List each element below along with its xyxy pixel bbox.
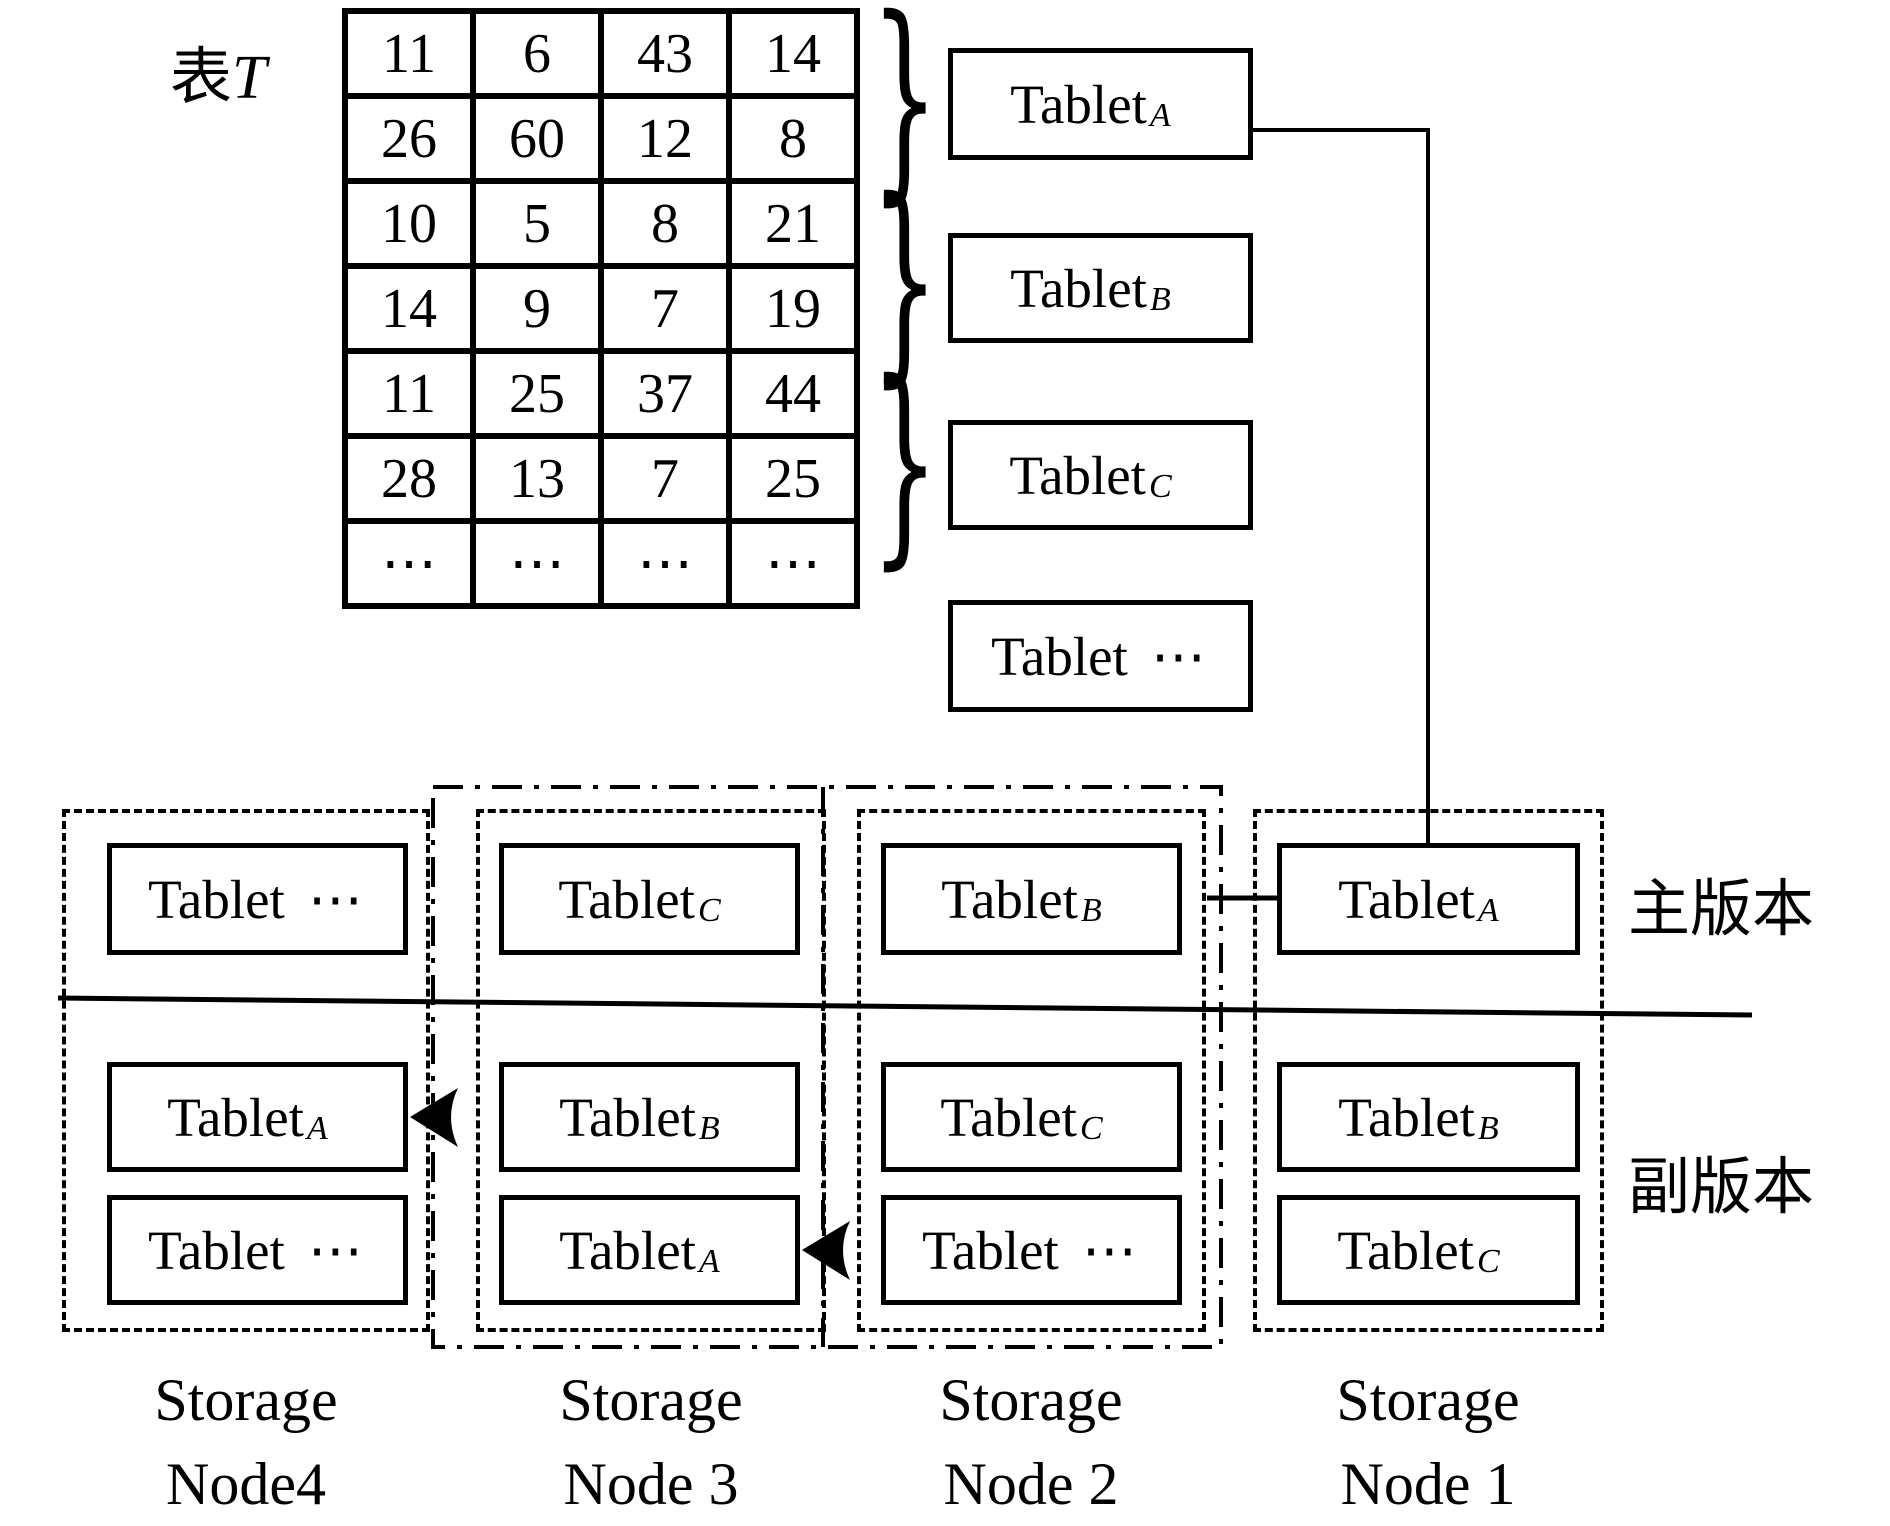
node-label-line1: Storage: [939, 1367, 1123, 1433]
grid-cell: 19: [729, 266, 857, 351]
tablet-sub: C: [1476, 1242, 1500, 1280]
tablet-sub: B: [1080, 891, 1102, 929]
node-label-line1: Storage: [559, 1367, 743, 1433]
grid-cell: 6: [473, 11, 601, 96]
tablet-sub: A: [1149, 96, 1171, 134]
grid-cell: 37: [601, 351, 729, 436]
tablet-sub: B: [1477, 1109, 1499, 1147]
tablet-sub: B: [1149, 280, 1171, 318]
node-label-line2: Node 2: [943, 1451, 1119, 1517]
tablet-label: Tablet: [148, 1219, 285, 1281]
tablet-sub: C: [697, 891, 721, 929]
storage-node-4-box: [62, 809, 430, 1332]
grid-cell: 11: [345, 11, 473, 96]
tablet-suffix: ⋯: [1150, 626, 1210, 687]
grid-cell: 25: [473, 351, 601, 436]
tablet-label: Tablet: [991, 625, 1128, 687]
tablet-sub: C: [1148, 467, 1172, 505]
table-title-prefix: 表: [170, 44, 233, 112]
node-label-line2: Node 1: [1340, 1451, 1516, 1517]
node2-replica-tablet-2: Tablet ⋯: [881, 1195, 1182, 1305]
grid-cell: ⋯: [729, 521, 857, 606]
grid-cell: 43: [601, 11, 729, 96]
grid-cell: 11: [345, 351, 473, 436]
tablet-suffix: ⋯: [307, 869, 367, 930]
tablet-label: Tablet: [1010, 257, 1147, 319]
node-label-line1: Storage: [154, 1367, 338, 1433]
grid-cell: 8: [729, 96, 857, 181]
tablet-label: Tablet: [1009, 444, 1146, 506]
tablet-sub: A: [1477, 891, 1499, 929]
table-t-grid: 11 6 43 14 26 60 12 8 10 5 8 21 14 9 7 1…: [342, 8, 860, 609]
connector-tableta-to-node1: [1253, 128, 1430, 845]
node-label-line2: Node4: [166, 1451, 326, 1517]
node-label-line1: Storage: [1336, 1367, 1520, 1433]
table-title: 表T: [170, 26, 267, 116]
grid-cell: 25: [729, 436, 857, 521]
grid-cell: ⋯: [345, 521, 473, 606]
grid-cell: 26: [345, 96, 473, 181]
tablet-label: Tablet: [558, 868, 695, 930]
tablet-label: Tablet: [559, 1086, 696, 1148]
grid-cell: 28: [345, 436, 473, 521]
tablet-box-dots: Tablet ⋯: [948, 600, 1253, 712]
tablet-label: Tablet: [167, 1086, 304, 1148]
node4-replica-tablet-2: Tablet ⋯: [107, 1195, 408, 1305]
node4-primary-tablet: Tablet ⋯: [107, 843, 408, 955]
tablet-suffix: ⋯: [307, 1220, 367, 1281]
grid-cell: 12: [601, 96, 729, 181]
grid-cell: 9: [473, 266, 601, 351]
tablet-sub: A: [306, 1109, 328, 1147]
brace-icon: }: [870, 336, 940, 590]
node-label-line2: Node 3: [563, 1451, 739, 1517]
tablet-label: Tablet: [1338, 868, 1475, 930]
grid-cell: 10: [345, 181, 473, 266]
grid-cell: 60: [473, 96, 601, 181]
tablet-label: Tablet: [559, 1219, 696, 1281]
grid-cell: 13: [473, 436, 601, 521]
grid-cell: 7: [601, 436, 729, 521]
legend-primary-version: 主版本: [1628, 876, 1815, 944]
tablet-suffix: ⋯: [1081, 1220, 1141, 1281]
tablet-sub: C: [1079, 1109, 1103, 1147]
tablet-sub: B: [698, 1109, 720, 1147]
tablet-label: Tablet: [941, 868, 1078, 930]
grid-cell: 14: [345, 266, 473, 351]
grid-cell: ⋯: [601, 521, 729, 606]
grid-cell: 5: [473, 181, 601, 266]
grid-cell: 7: [601, 266, 729, 351]
table-title-symbol: T: [232, 44, 267, 112]
tablet-label: Tablet: [1337, 1219, 1474, 1281]
tablet-label: Tablet: [148, 868, 285, 930]
tablet-sub: A: [698, 1242, 720, 1280]
grid-cell: 44: [729, 351, 857, 436]
grid-cell: 21: [729, 181, 857, 266]
tablet-label: Tablet: [1338, 1086, 1475, 1148]
grid-cell: 14: [729, 11, 857, 96]
grid-cell: 8: [601, 181, 729, 266]
grid-cell: ⋯: [473, 521, 601, 606]
tablet-label: Tablet: [922, 1219, 1059, 1281]
tablet-label: Tablet: [940, 1086, 1077, 1148]
tablet-label: Tablet: [1010, 73, 1147, 135]
legend-secondary-version: 副版本: [1628, 1154, 1815, 1222]
